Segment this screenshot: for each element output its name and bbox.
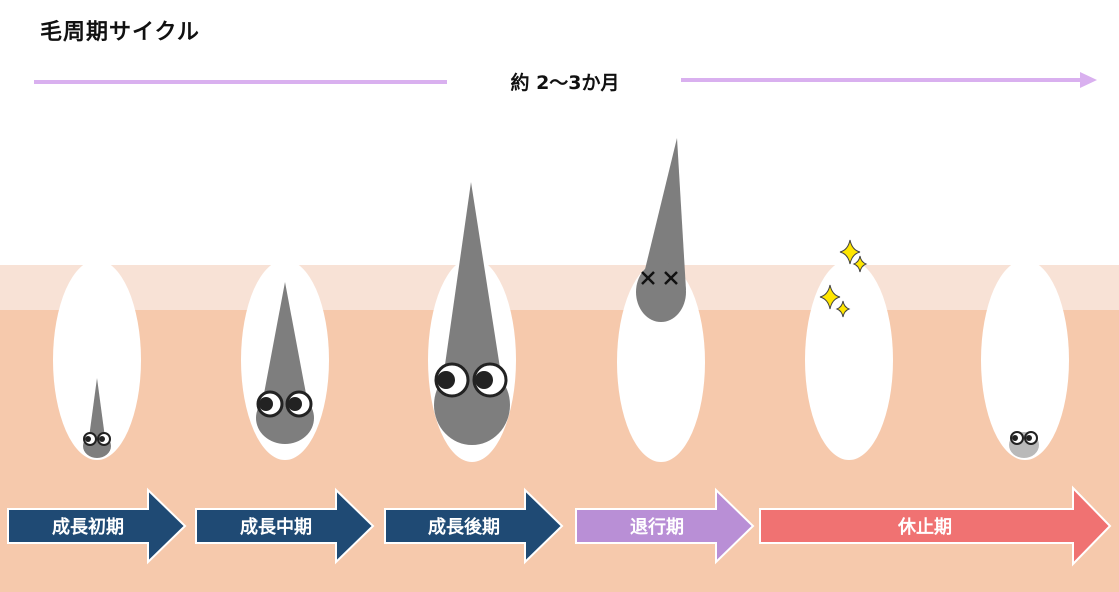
follicle-4	[617, 262, 705, 462]
eyes	[434, 362, 508, 398]
stage-arrow-5: 休止期	[759, 485, 1112, 567]
skin-surface-layer	[0, 265, 1119, 310]
follicle-1	[53, 260, 141, 460]
stage-arrow-4: 退行期	[575, 487, 755, 565]
hair-resting	[1009, 431, 1039, 458]
duration-arrowhead	[1080, 72, 1097, 88]
stage-arrow-2: 成長中期	[195, 487, 375, 565]
eyes	[83, 432, 111, 446]
stage-arrow-3: 成長後期	[384, 487, 564, 565]
page-title: 毛周期サイクル	[40, 20, 200, 45]
follicle-6	[981, 260, 1069, 460]
duration-label: 約 2〜3か月	[510, 72, 620, 94]
stage-label-4: 退行期	[630, 516, 684, 538]
hair-mid-growth	[256, 282, 314, 444]
eyes	[1010, 431, 1038, 445]
eyes	[256, 390, 313, 418]
hair-early-growth	[83, 378, 111, 458]
hair-late-growth	[434, 182, 510, 445]
stage-arrow-1: 成長初期	[7, 487, 187, 565]
x-eyes	[641, 271, 678, 285]
follicle-5	[805, 260, 893, 460]
stage-label-1: 成長初期	[52, 516, 124, 538]
stage-label-3: 成長後期	[428, 516, 500, 538]
sparkle-icon	[819, 239, 868, 318]
stage-label-5: 休止期	[897, 516, 952, 538]
stage-label-2: 成長中期	[240, 516, 312, 538]
skin-deep-layer	[0, 310, 1119, 592]
hair-regression	[636, 138, 686, 322]
